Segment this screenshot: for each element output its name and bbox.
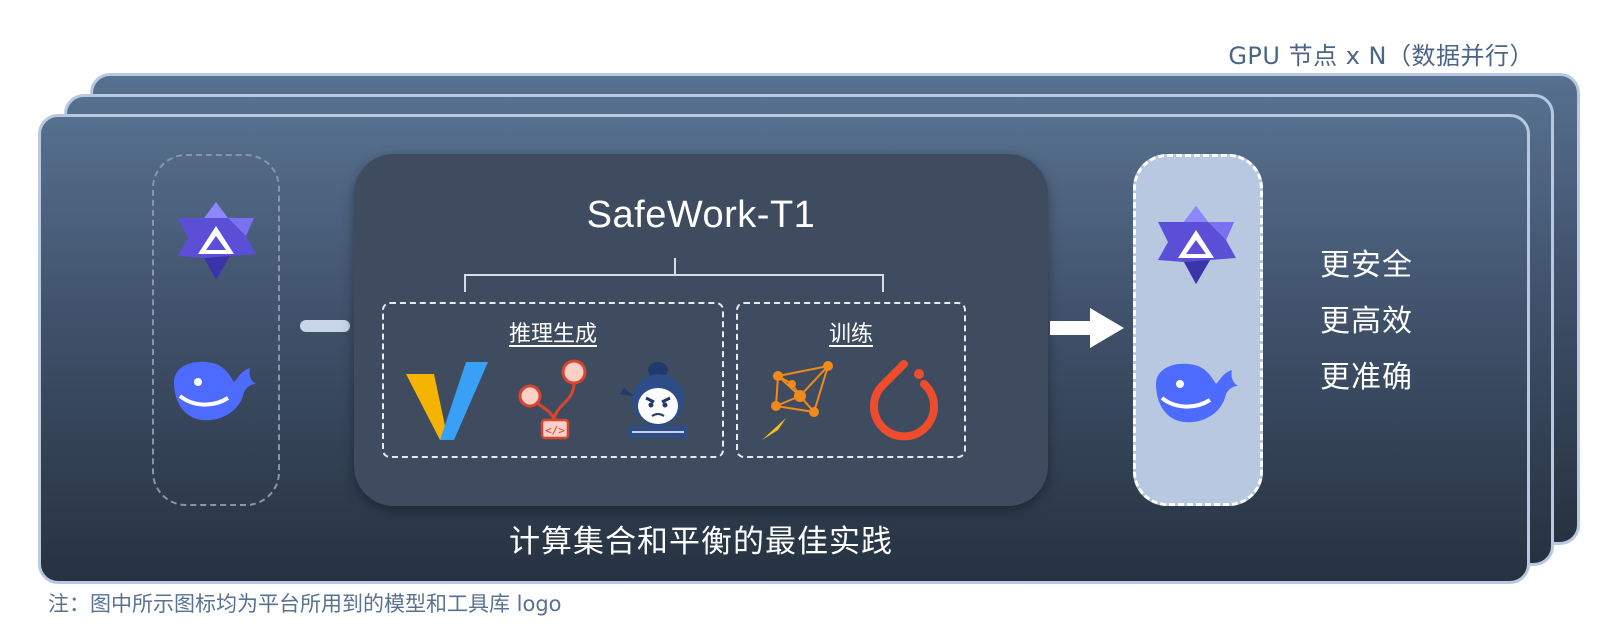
- compute-balance-caption: 计算集合和平衡的最佳实践: [509, 524, 893, 560]
- bracket-right-leg: [882, 274, 884, 292]
- qwen-icon: [1158, 206, 1236, 284]
- pytorch-icon: [870, 360, 938, 441]
- inference-box: 推理生成: [382, 302, 724, 458]
- bracket-stem: [674, 258, 676, 274]
- right-arrow-icon: [1050, 308, 1124, 348]
- safework-title: SafeWork-T1: [586, 194, 816, 236]
- training-label: 训练: [828, 322, 873, 347]
- inference-label: 推理生成: [508, 322, 597, 347]
- footnote: 注：图中所示图标均为平台所用到的模型和工具库 logo: [48, 592, 562, 616]
- bracket-horizontal: [464, 274, 884, 276]
- benefit-accurate: 更准确: [1320, 360, 1413, 395]
- network-graph-icon: [762, 361, 833, 440]
- input-models-box: [152, 154, 280, 506]
- safework-card: SafeWork-T1 推理生成 训练: [354, 154, 1048, 506]
- deepseek-icon: [1156, 363, 1238, 423]
- svg-text:</>: </>: [545, 424, 565, 437]
- vllm-icon: [406, 362, 488, 440]
- training-box: 训练: [736, 302, 966, 458]
- deepseek-icon: [174, 361, 256, 421]
- bracket-left-leg: [464, 274, 466, 292]
- qwen-icon: [178, 202, 256, 280]
- workflow-code-icon: </>: [518, 359, 587, 440]
- input-connector: [300, 320, 350, 332]
- benefit-efficient: 更高效: [1320, 304, 1413, 339]
- benefit-safer: 更安全: [1320, 248, 1413, 283]
- lmdeploy-mascot-icon: [620, 362, 688, 438]
- gpu-node-caption: GPU 节点 x N（数据并行）: [1228, 42, 1534, 70]
